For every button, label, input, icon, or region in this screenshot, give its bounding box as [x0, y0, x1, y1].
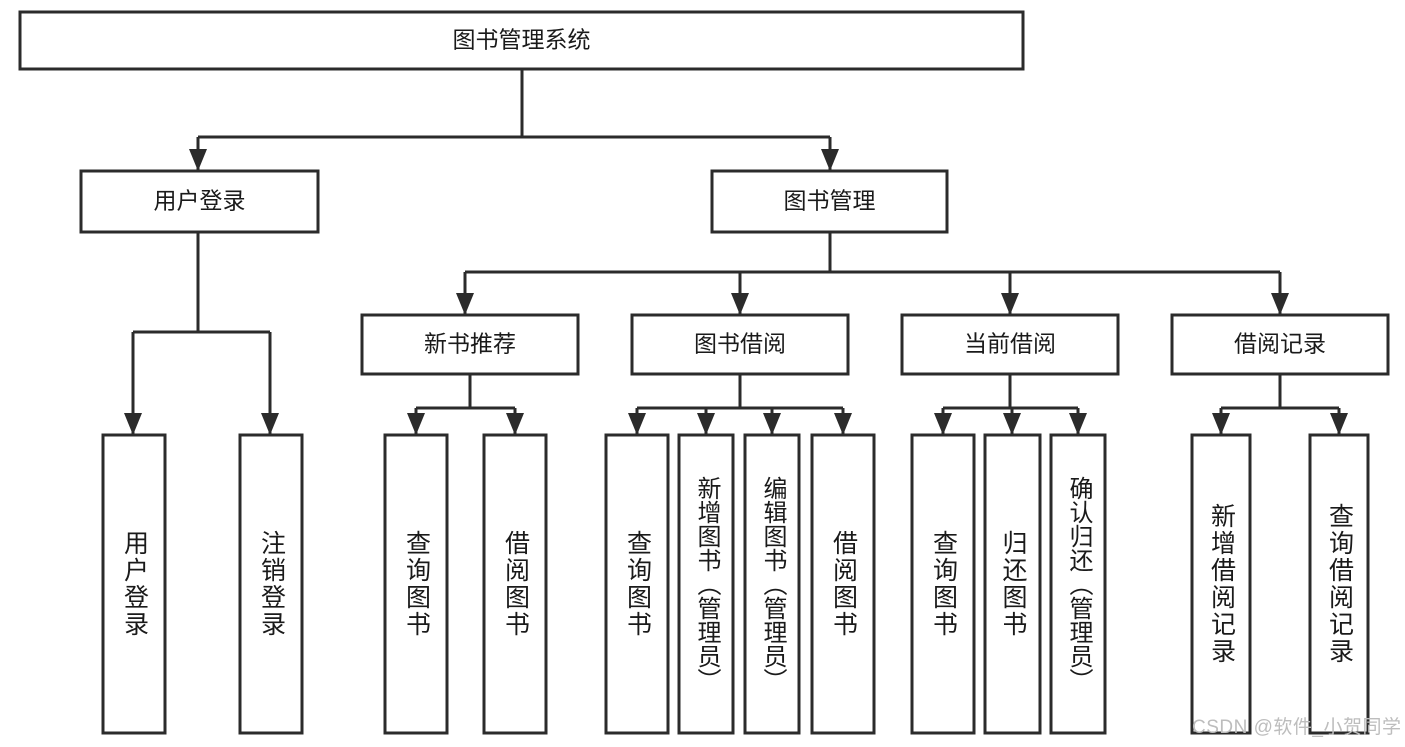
arrow-group-branch-current-borrow-1	[1003, 413, 1021, 435]
node-label-current-borrow: 当前借阅	[964, 331, 1056, 357]
arrow-user-login-branch-1	[261, 413, 279, 435]
arrow-user-login-branch-0	[124, 413, 142, 435]
arrow-group-branch-current-borrow-0	[934, 413, 952, 435]
arrow-group-branch-book-borrow-1	[697, 413, 715, 435]
box-layer	[18, 10, 1390, 735]
node-label-borrow-record: 借阅记录	[1234, 331, 1326, 357]
node-box-leaf-add-book[interactable]	[677, 433, 735, 735]
arrow-group-branch-borrow-record-1	[1330, 413, 1348, 435]
arrow-book-manage-branch-3	[1271, 293, 1289, 315]
arrow-book-manage-branch-2	[1001, 293, 1019, 315]
node-box-new-book-rec[interactable]	[360, 313, 580, 376]
node-box-leaf-query-book-rec[interactable]	[383, 433, 449, 735]
node-box-root[interactable]	[18, 10, 1025, 71]
node-box-user-login[interactable]	[79, 169, 320, 234]
node-box-leaf-confirm-return[interactable]	[1049, 433, 1107, 735]
arrow-group-branch-new-book-rec-1	[506, 413, 524, 435]
node-box-current-borrow[interactable]	[900, 313, 1120, 376]
node-label-user-login: 用户登录	[154, 188, 246, 214]
node-box-leaf-return-book[interactable]	[983, 433, 1042, 735]
node-box-leaf-borrow-book[interactable]	[810, 433, 876, 735]
arrow-group-branch-new-book-rec-0	[407, 413, 425, 435]
node-label-book-borrow: 图书借阅	[694, 331, 786, 357]
node-box-book-manage[interactable]	[710, 169, 949, 234]
arrow-group-branch-book-borrow-3	[834, 413, 852, 435]
node-box-borrow-record[interactable]	[1170, 313, 1390, 376]
node-label-root: 图书管理系统	[453, 27, 591, 53]
node-box-leaf-borrow-book-rec[interactable]	[482, 433, 548, 735]
node-box-leaf-edit-book[interactable]	[743, 433, 801, 735]
arrow-group-branch-book-borrow-0	[628, 413, 646, 435]
arrow-book-manage-branch-0	[456, 293, 474, 315]
arrow-group-branch-borrow-record-0	[1212, 413, 1230, 435]
node-label-new-book-rec: 新书推荐	[424, 331, 516, 357]
node-box-leaf-logout[interactable]	[238, 433, 304, 735]
arrow-group-branch-current-borrow-2	[1069, 413, 1087, 435]
arrow-group-branch-book-borrow-2	[763, 413, 781, 435]
node-box-book-borrow[interactable]	[630, 313, 850, 376]
node-box-leaf-query-record[interactable]	[1308, 433, 1370, 735]
arrow-root-branch-0	[189, 149, 207, 171]
node-box-leaf-query-book[interactable]	[604, 433, 670, 735]
connector-layer	[124, 69, 1348, 435]
csdn-watermark: CSDN @软件_小贺同学	[1192, 717, 1402, 738]
node-box-leaf-add-record[interactable]	[1190, 433, 1252, 735]
arrow-root-branch-1	[821, 149, 839, 171]
node-box-leaf-user-login[interactable]	[101, 433, 167, 735]
arrow-book-manage-branch-1	[731, 293, 749, 315]
node-label-book-manage: 图书管理	[784, 188, 876, 214]
node-box-leaf-query-book-cur[interactable]	[910, 433, 976, 735]
